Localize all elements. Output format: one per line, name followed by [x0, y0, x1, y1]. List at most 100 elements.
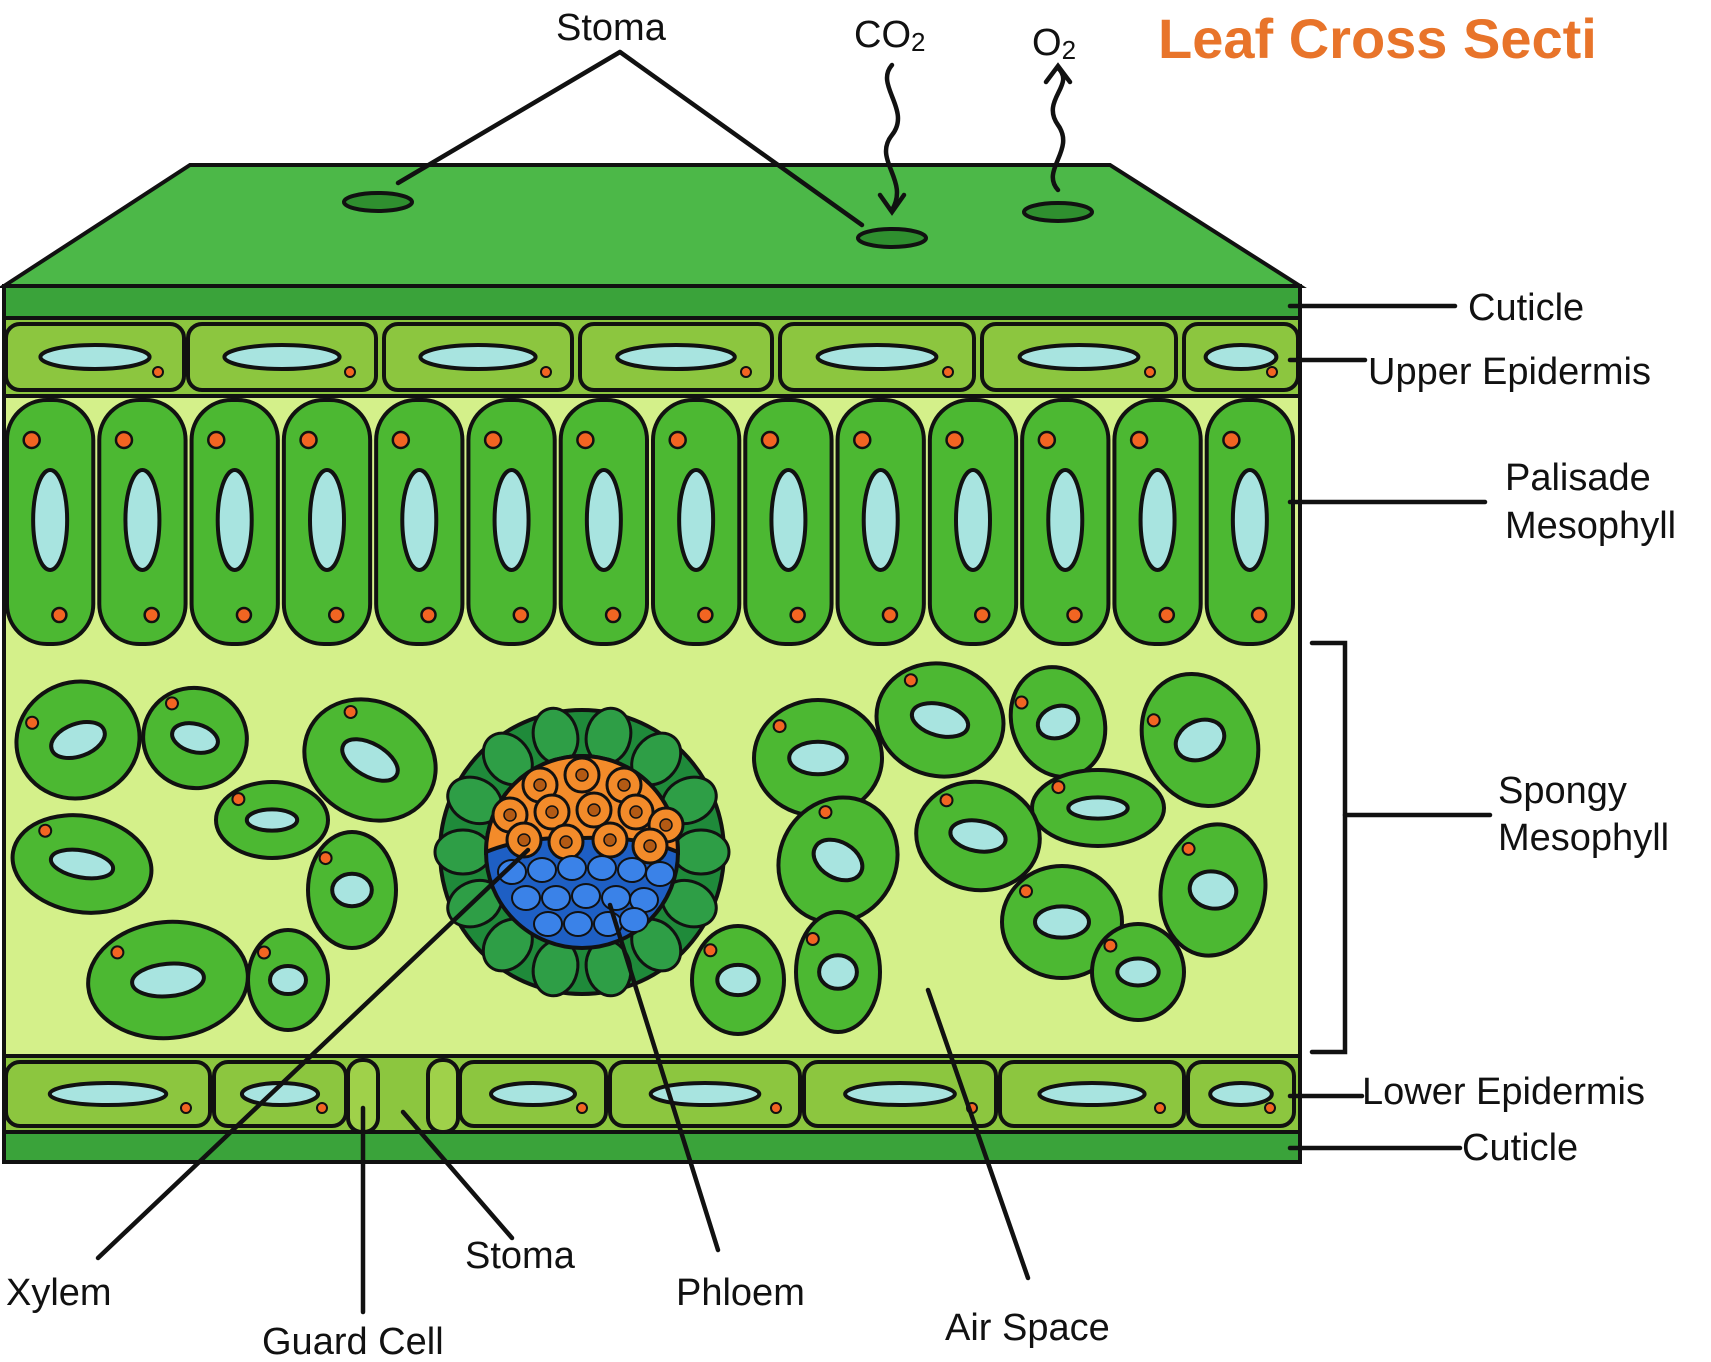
vacuole [1020, 345, 1139, 369]
spongy-cell [754, 700, 882, 816]
organelle [317, 1103, 327, 1113]
label-palisade-1: Palisade [1505, 457, 1651, 499]
label-stoma-bottom: Stoma [465, 1235, 576, 1277]
vacuole [617, 345, 735, 369]
organelle [153, 367, 163, 377]
vacuole [1035, 906, 1089, 937]
phloem-cell [620, 908, 648, 932]
organelle [393, 432, 409, 448]
organelle [807, 933, 819, 945]
organelle [1265, 1103, 1275, 1113]
organelle [854, 432, 870, 448]
vacuole [789, 742, 847, 774]
spongy-cell [1092, 924, 1184, 1020]
label-cuticle-bottom: Cuticle [1462, 1127, 1578, 1169]
stoma-opening-top-1 [344, 193, 412, 211]
label-phloem: Phloem [676, 1272, 805, 1314]
organelle [145, 608, 159, 622]
spongy-cell [692, 926, 784, 1034]
organelle [771, 1103, 781, 1113]
organelle [1267, 367, 1277, 377]
label-air-space: Air Space [945, 1307, 1110, 1349]
organelle [320, 852, 332, 864]
guard-cell-right [428, 1060, 458, 1132]
organelle [1052, 781, 1064, 793]
organelle [24, 432, 40, 448]
phloem-cell [618, 858, 646, 882]
vacuole [224, 345, 339, 369]
organelle [1039, 432, 1055, 448]
vacuole [1233, 470, 1267, 570]
leaf-top-surface [4, 165, 1300, 286]
organelle [704, 944, 716, 956]
phloem-cell [558, 856, 586, 880]
sheath-cell [435, 830, 491, 874]
phloem-cell [528, 858, 556, 882]
organelle [698, 608, 712, 622]
phloem-cell [646, 862, 674, 886]
vacuole [218, 470, 252, 570]
organelle [1020, 885, 1032, 897]
vacuole [818, 345, 937, 369]
phloem-cell [588, 856, 616, 880]
organelle [329, 608, 343, 622]
vacuole [1210, 1083, 1272, 1105]
phloem-cell [534, 912, 562, 936]
vacuole [845, 1083, 955, 1105]
vacuole [771, 470, 805, 570]
label-cuticle-top: Cuticle [1468, 287, 1584, 329]
vacuole [679, 470, 713, 570]
stoma-opening-top-2 [858, 229, 926, 247]
vacuole [33, 470, 67, 570]
organelle [762, 432, 778, 448]
organelle [975, 608, 989, 622]
phloem-cell [572, 884, 600, 908]
sheath-cell [673, 830, 729, 874]
organelle [774, 720, 786, 732]
organelle [345, 367, 355, 377]
organelle [791, 608, 805, 622]
vacuole [1141, 470, 1175, 570]
spongy-cell [248, 930, 328, 1030]
organelle [111, 946, 124, 959]
organelle [208, 432, 224, 448]
organelle [258, 947, 270, 959]
organelle [237, 608, 251, 622]
upper-cuticle [4, 286, 1300, 318]
organelle [577, 1103, 587, 1113]
vacuole [1039, 1083, 1144, 1105]
organelle [1160, 608, 1174, 622]
organelle [1155, 1103, 1165, 1113]
lower-cuticle [4, 1132, 1300, 1162]
spongy-cell [796, 912, 880, 1032]
label-lower-epidermis: Lower Epidermis [1362, 1071, 1645, 1113]
vacuole [247, 809, 297, 830]
organelle [940, 793, 954, 807]
organelle [1182, 842, 1196, 856]
vacuole [1068, 797, 1127, 818]
vacuole [495, 470, 529, 570]
label-spongy-1: Spongy [1498, 770, 1627, 812]
organelle [181, 1103, 191, 1113]
vacuole [1206, 345, 1277, 369]
organelle [883, 608, 897, 622]
vacuole [420, 345, 535, 369]
stoma-opening-top-3 [1024, 203, 1092, 221]
vacuole [40, 345, 149, 369]
vacuole [819, 955, 857, 989]
vacuole [50, 1083, 166, 1105]
organelle [1104, 940, 1116, 952]
diagram-title: Leaf Cross Secti [1158, 7, 1597, 70]
lower-epidermis-cells [6, 1062, 1294, 1126]
vacuole [491, 1083, 575, 1105]
spongy-cell [1032, 770, 1164, 846]
phloem-cell [542, 886, 570, 910]
organelle [1131, 432, 1147, 448]
phloem-cell [602, 886, 630, 910]
organelle [232, 793, 244, 805]
upper-epidermis-cells [6, 324, 1298, 390]
organelle [116, 432, 132, 448]
organelle [422, 608, 436, 622]
organelle [38, 824, 52, 838]
